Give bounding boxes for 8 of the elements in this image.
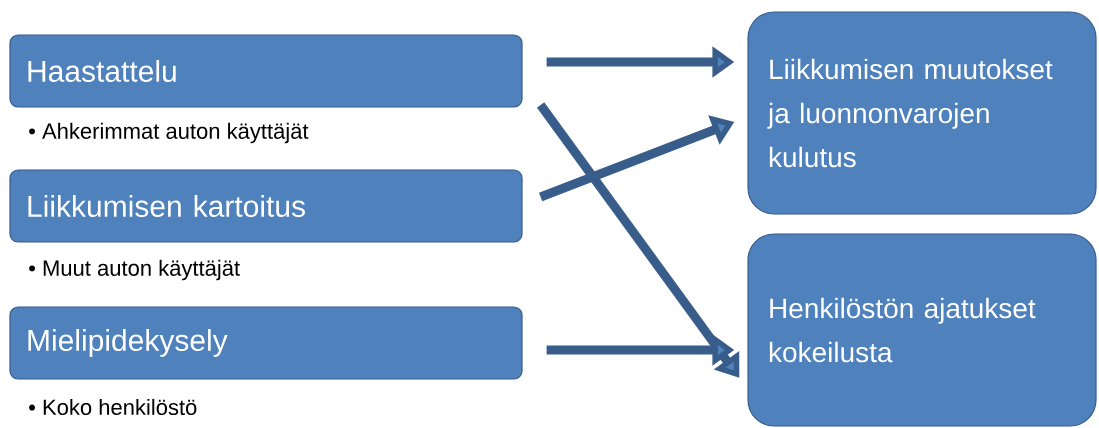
bullet-item: • Ahkerimmat auton käyttäjät: [29, 122, 309, 144]
process-box: Mielipidekysely: [9, 306, 523, 380]
process-box: Liikkumisen kartoitus: [9, 169, 523, 243]
process-box: Haastattelu: [9, 34, 523, 108]
result-box: Henkilöstön ajatukset kokeilusta: [747, 233, 1097, 427]
result-box: Liikkumisen muutokset ja luonnonvarojen kulutus: [747, 11, 1097, 215]
bullet-item: • Koko henkilöstö: [29, 398, 197, 416]
bullet-item: • Muut auton käyttäjät: [29, 259, 240, 281]
